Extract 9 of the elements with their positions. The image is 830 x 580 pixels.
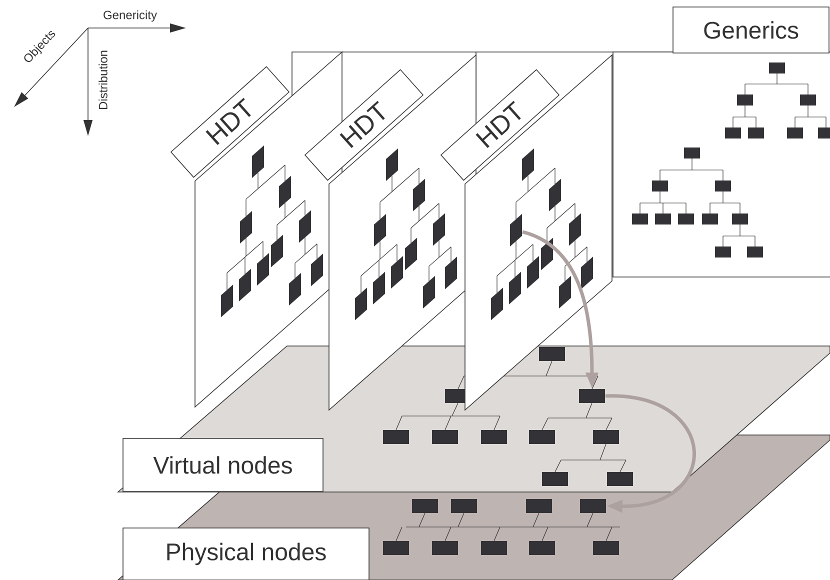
axis-label: Genericity bbox=[104, 10, 157, 22]
label-box: Virtual nodes bbox=[122, 438, 324, 492]
tree-node bbox=[579, 389, 605, 403]
tree-node bbox=[510, 214, 522, 246]
arrow bbox=[605, 394, 696, 513]
tree-node bbox=[580, 499, 606, 513]
label-box: Physical nodes bbox=[122, 528, 370, 580]
generics-box: Generics bbox=[672, 6, 830, 54]
axis-label: Distribution bbox=[98, 50, 108, 110]
